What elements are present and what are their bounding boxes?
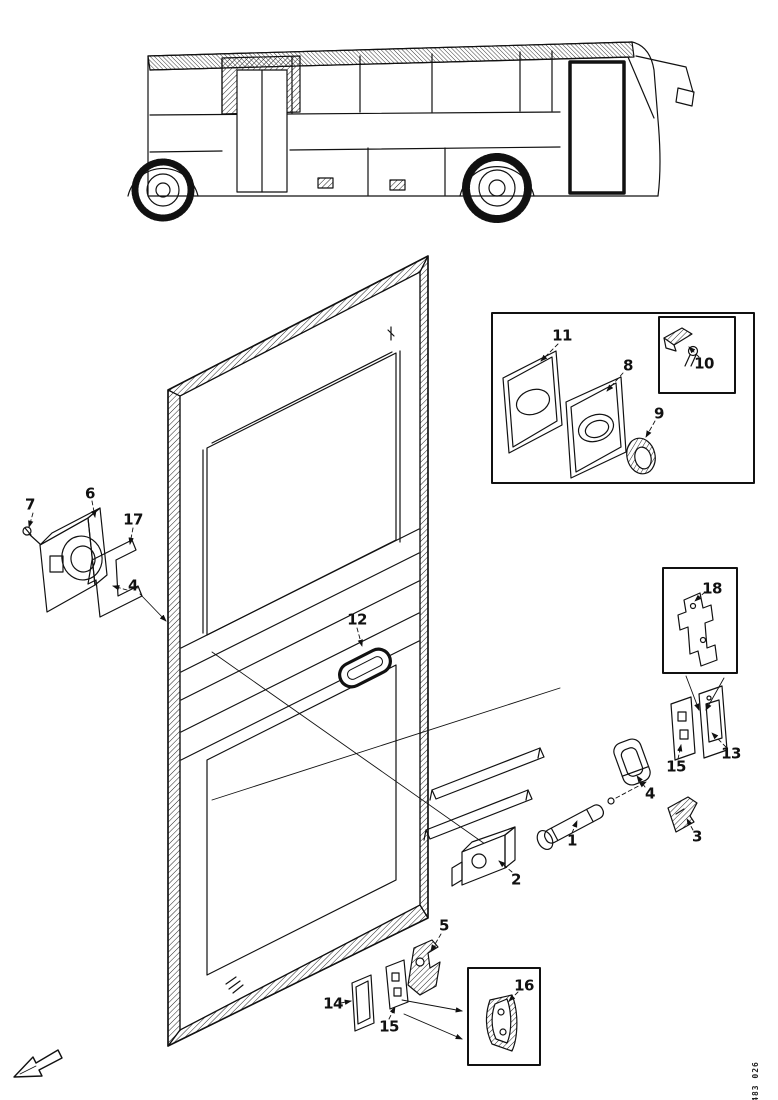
direction-of-travel-arrow-icon bbox=[13, 1049, 63, 1078]
hinge-parts-group bbox=[22, 507, 167, 622]
callout-leader-lines bbox=[28, 343, 727, 1020]
lock-assembly-group bbox=[423, 747, 647, 887]
bus-front-door-highlight bbox=[568, 60, 626, 195]
drawing-code: 483 026 bbox=[751, 1061, 761, 1100]
bus-side-view-drawing bbox=[127, 41, 695, 223]
inset-box-latch-bracket bbox=[662, 567, 738, 711]
inset-box-keeper bbox=[401, 967, 541, 1066]
inset-box-seal-plates bbox=[491, 312, 755, 484]
bottom-parts-group bbox=[351, 939, 441, 1032]
striker-parts-group bbox=[613, 685, 728, 833]
door-pull-handle-part bbox=[338, 647, 392, 689]
door-frame-drawing bbox=[167, 255, 561, 1047]
